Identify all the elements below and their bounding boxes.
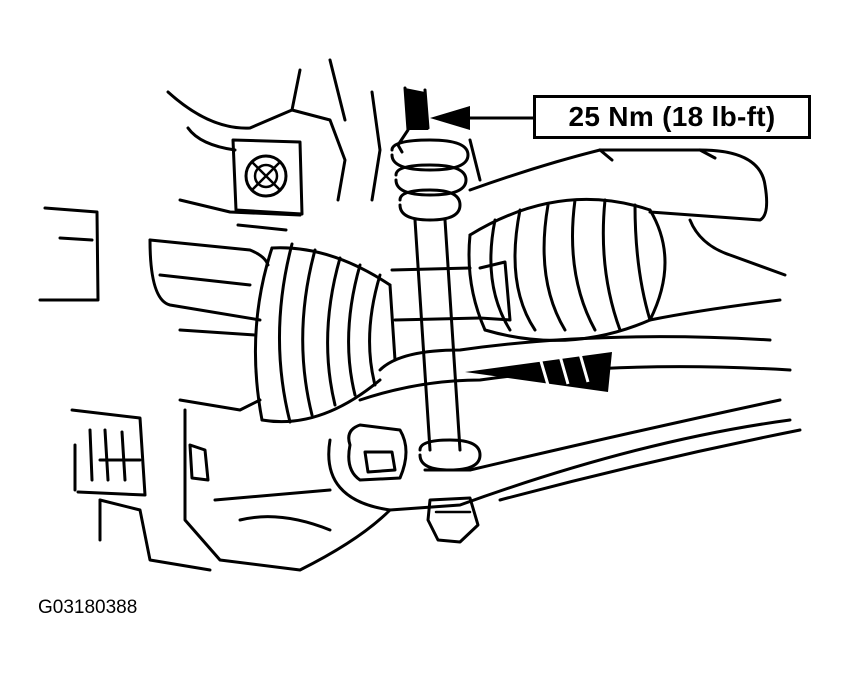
- left-brackets: [38, 206, 257, 497]
- upper-mount-bracket: [231, 138, 304, 216]
- direction-arrow: [465, 352, 612, 392]
- torque-callout: 25 Nm (18 lb-ft): [533, 95, 811, 139]
- figure-id: G03180388: [38, 597, 138, 618]
- drive-shaft: [390, 260, 512, 322]
- torque-leader-arrow: [430, 106, 535, 130]
- upper-frame: [166, 58, 382, 232]
- steering-knuckle: [98, 398, 392, 572]
- right-body: [468, 138, 787, 322]
- left-cv-boot: [148, 238, 397, 424]
- lower-bolt-assembly: [347, 423, 480, 544]
- torque-spec-label: 25 Nm (18 lb-ft): [568, 101, 776, 132]
- stabilizer-link: [390, 86, 482, 472]
